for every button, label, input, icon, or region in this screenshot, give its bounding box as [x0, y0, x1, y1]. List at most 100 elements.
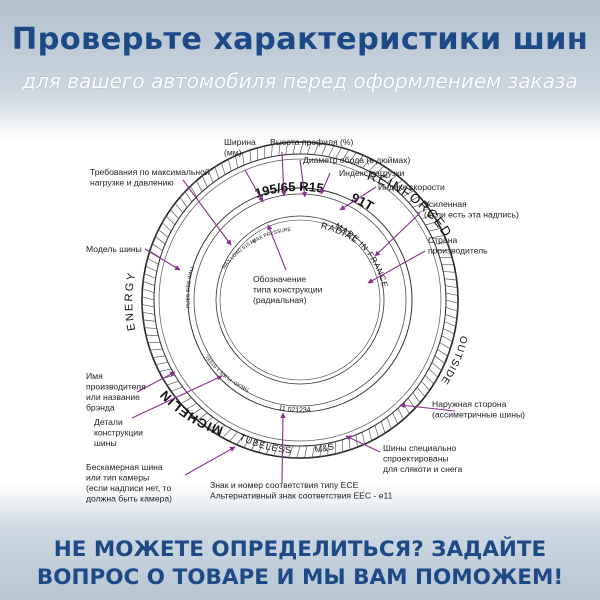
header-background: [0, 0, 600, 125]
tire-ms-text: M&S: [314, 441, 335, 454]
tread-block: [319, 442, 329, 458]
tread-block: [243, 437, 259, 451]
tread-block: [201, 170, 214, 188]
pointer-profile: [281, 151, 287, 197]
tread-block: [288, 445, 301, 459]
pointer-construction: [267, 224, 287, 271]
tire-plies-text: TREAD: PLIES 1 STEEL: [204, 353, 251, 393]
tread-block: [149, 243, 163, 259]
pointer-width: [244, 169, 264, 203]
tire-brand-text: MICHELIN: [156, 387, 224, 439]
tread-block: [149, 348, 166, 358]
tread-block: [444, 285, 459, 296]
tread-block: [256, 145, 266, 161]
tire-sidewall-plies-text: PLIES SIDE WALL: [185, 265, 196, 308]
pointer-model: [144, 248, 181, 271]
label-load-index: Индекс нагрузки: [339, 168, 405, 178]
cta-line-1: НЕ МОЖЕТЕ ОПРЕДЕЛИТЬСЯ? ЗАДАЙТЕ: [53, 537, 547, 562]
tread-block: [227, 155, 239, 172]
tread-block: [334, 439, 344, 455]
pointer-load-req: [182, 179, 232, 246]
tread-block: [434, 242, 451, 252]
tread-block: [439, 256, 455, 266]
label-profile: Высота профиля (%): [270, 137, 354, 147]
label-speed-index: Индекс скорости: [378, 182, 445, 192]
tread-block: [180, 397, 198, 410]
tread-block: [341, 149, 357, 163]
tire-outside-text: OUTSIDE: [438, 335, 469, 387]
tread-block: [141, 304, 156, 315]
pointer-country: [367, 250, 426, 284]
tread-block: [407, 392, 421, 409]
tread-block: [392, 179, 409, 193]
tread-block: [170, 202, 184, 220]
tread-block: [386, 412, 399, 430]
tire-made-in-text: MADE IN FRANCE: [334, 221, 390, 289]
tread-block: [304, 444, 315, 459]
pointer-ece: [280, 412, 286, 484]
tire-code-text: 11 021234: [278, 405, 311, 414]
label-ece: Знак и номер соответствия типу ECE Альте…: [210, 480, 393, 501]
tread-block: [179, 191, 193, 208]
tread-block: [380, 170, 398, 184]
label-manufacturer: Имя производителя или название брэнда: [86, 371, 148, 413]
tire-model-text: ENERGY: [123, 270, 138, 332]
tread-block: [328, 145, 343, 159]
label-details: Детали конструкции шины: [94, 417, 145, 448]
pointer-rim: [299, 159, 308, 198]
tread-block: [242, 149, 252, 166]
cta-line-2: ВОПРОС О ТОВАРЕ И МЫ ВАМ ПОМОЖЕМ!: [36, 565, 564, 590]
tread-block: [355, 154, 371, 169]
label-reinforced: Усиленная (если есть эта надпись): [424, 199, 519, 220]
tread-block: [444, 313, 458, 327]
page-title: Проверьте характеристики шин: [11, 22, 589, 57]
footer-background: [0, 508, 600, 600]
tread-block: [374, 420, 386, 438]
tread-block: [402, 190, 420, 203]
pointer-details: [131, 375, 223, 419]
tread-block: [313, 142, 327, 156]
call-to-action: НЕ МОЖЕТЕ ОПРЕДЕЛИТЬСЯ? ЗАДАЙТЕ ВОПРОС О…: [10, 536, 590, 592]
tread-block: [271, 142, 281, 158]
tread-block: [145, 334, 161, 344]
pointer-load-index: [320, 172, 331, 195]
tread-block: [420, 214, 438, 226]
pointer-lines: [131, 151, 456, 484]
pointer-speed-index: [339, 186, 377, 211]
label-load-req: Требования по максимальной нагрузке и да…: [90, 167, 212, 188]
tread-block: [229, 431, 245, 446]
tire-maxpressure-text: MAX PRESSURE: [251, 227, 292, 245]
label-country: Страна производитель: [428, 235, 488, 256]
pointer-tubeless: [184, 446, 236, 476]
callout-labels: Ширина (мм) Высота профиля (%) Диаметр о…: [86, 137, 525, 504]
label-tubeless: Бескамерная шина или тип камеры (если на…: [86, 462, 174, 504]
pointer-outer-side: [399, 402, 456, 412]
tire-size-text: 195/65 R15: [253, 179, 325, 201]
tread-block: [424, 368, 439, 385]
tread-block: [154, 229, 169, 245]
label-rim: Диаметр обода (в дюймах): [303, 155, 410, 165]
tread-block: [191, 407, 208, 421]
tread-block: [431, 355, 446, 371]
tread-block: [437, 341, 451, 357]
pointer-manufacturer: [136, 371, 176, 393]
tread-block: [142, 319, 158, 329]
tread-block: [442, 271, 458, 281]
tread-block: [141, 288, 155, 301]
tread-block: [428, 227, 445, 239]
label-model: Модель шины: [86, 244, 142, 254]
label-mud-snow: Шины специально спроектированы для сляко…: [383, 443, 463, 474]
tread-block: [145, 257, 159, 272]
tire-graphic: [141, 141, 459, 459]
tire-tubeless-text: TUBELESS: [238, 432, 293, 455]
tread-block: [416, 380, 430, 398]
tread-block: [348, 434, 358, 451]
pointer-mud-snow: [345, 435, 381, 453]
tire-sidewall-text: 195/65 R15 91T RADIAL MAX LOAD 615 kg MA…: [123, 168, 469, 455]
tread-block: [142, 273, 156, 287]
tread-block: [445, 299, 459, 312]
page-subtitle: для вашего автомобиля перед оформлением …: [22, 69, 578, 93]
label-outer-side: Наружная сторона (ассиметричные шины): [432, 399, 525, 420]
tire-maxload-text: MAX LOAD 615 kg: [221, 238, 257, 271]
tread-block: [161, 215, 176, 232]
